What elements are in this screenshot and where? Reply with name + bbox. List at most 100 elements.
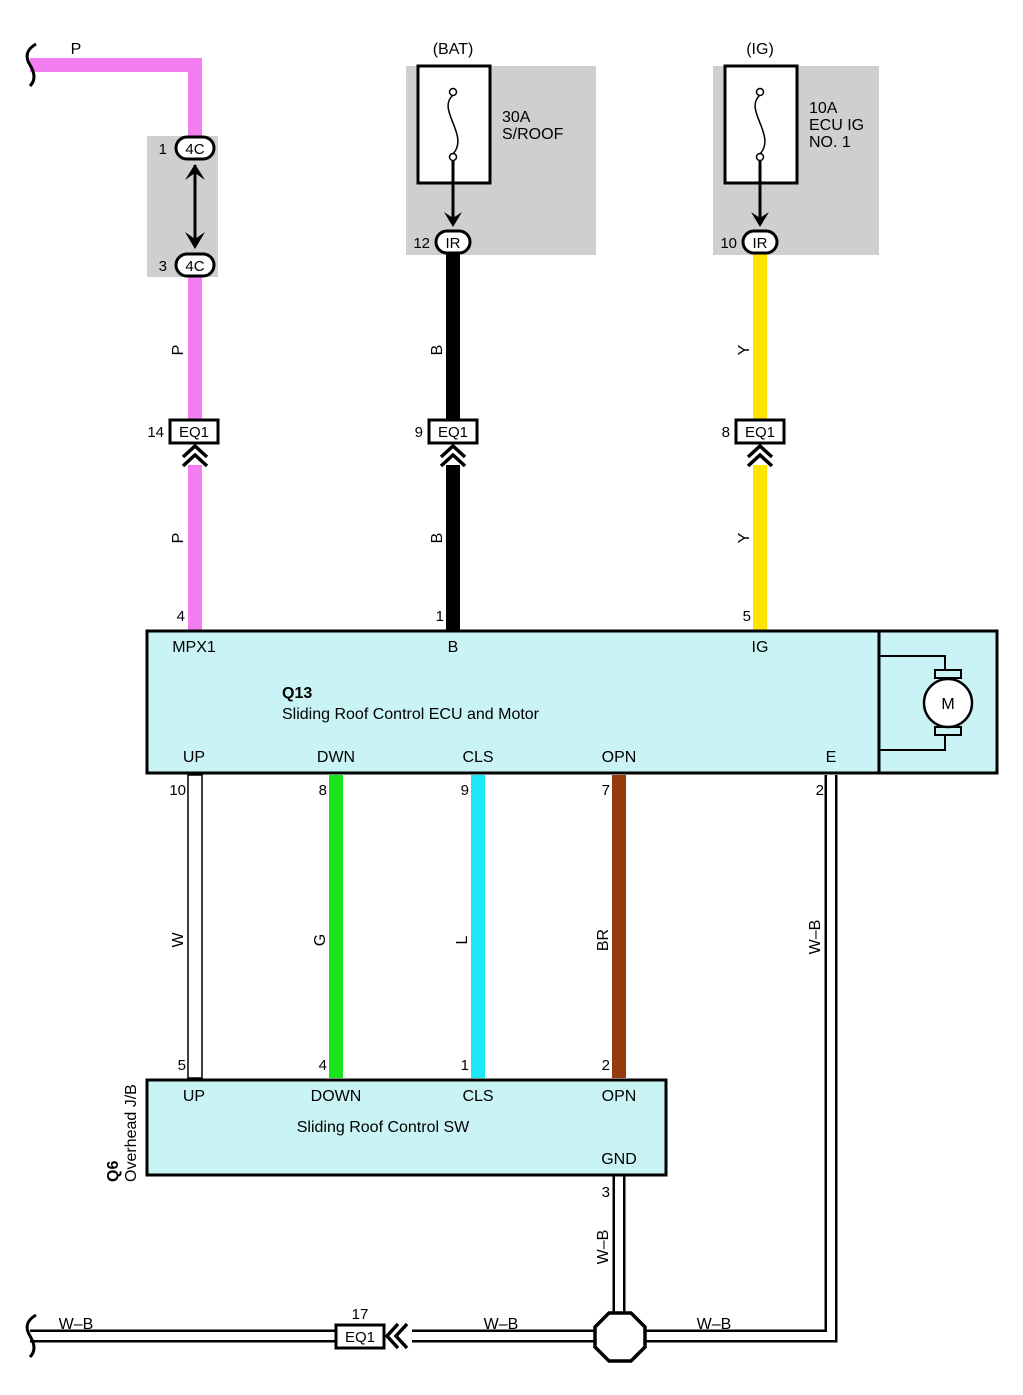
wire-label-wb-mid: W–B bbox=[484, 1316, 519, 1333]
wire-label-wb-gnd: W–B bbox=[595, 1230, 612, 1265]
wire-label-y-1: Y bbox=[736, 344, 753, 355]
wire-label-wb-e: W–B bbox=[807, 920, 824, 955]
wire-wb-e-inner bbox=[645, 775, 835, 1340]
ecu-terminal-cls: CLS bbox=[462, 749, 493, 766]
ecu-terminal-dwn: DWN bbox=[317, 749, 355, 766]
pin-q13-2: 2 bbox=[816, 782, 824, 799]
wire-label-p-top: P bbox=[71, 41, 82, 58]
switch-terminal-down: DOWN bbox=[311, 1088, 362, 1105]
ecu-terminal-b: B bbox=[448, 639, 459, 656]
switch-terminal-opn: OPN bbox=[602, 1088, 637, 1105]
wire-w bbox=[187, 774, 203, 1079]
wire-label-g: G bbox=[312, 934, 329, 946]
splice-point-icon bbox=[593, 1311, 647, 1363]
chevron-eq1-14 bbox=[181, 443, 209, 468]
wire-label-p-2: P bbox=[170, 533, 187, 544]
ecu-terminal-mpx1: MPX1 bbox=[172, 639, 216, 656]
switch-box bbox=[145, 1078, 668, 1177]
connector-eq1-9-label: EQ1 bbox=[438, 424, 468, 441]
ecu-terminal-e: E bbox=[826, 749, 837, 766]
connector-eq1-14-label: EQ1 bbox=[179, 424, 209, 441]
fuse-ecuig-name-1: ECU IG bbox=[809, 117, 864, 134]
wire-p-top bbox=[30, 58, 202, 140]
pin-4c-1: 1 bbox=[159, 141, 167, 158]
switch-terminal-up: UP bbox=[183, 1088, 205, 1105]
connector-eq1-8 bbox=[734, 418, 786, 445]
connector-ir-12-label: IR bbox=[446, 235, 461, 252]
connector-eq1-9 bbox=[427, 418, 479, 445]
connector-ir-10-label: IR bbox=[753, 235, 768, 252]
connector-4c-top bbox=[174, 135, 216, 161]
connector-eq1-14 bbox=[168, 418, 220, 445]
supply-ig-label: (IG) bbox=[746, 41, 774, 58]
wire-break-left-top bbox=[25, 42, 37, 88]
chevron-eq1-9 bbox=[439, 443, 467, 468]
wire-label-w: W bbox=[170, 932, 187, 948]
pin-q13-10: 10 bbox=[169, 782, 186, 799]
motor-label: M bbox=[941, 696, 954, 713]
fuse-ecuig-arrow bbox=[751, 212, 769, 227]
pin-ir-12: 12 bbox=[413, 235, 430, 252]
fuse-sroof-name: S/ROOF bbox=[502, 126, 564, 143]
switch-location: Overhead J/B bbox=[123, 1084, 140, 1182]
fuse-sroof-contact-bottom bbox=[448, 152, 458, 162]
fuse-ecuig-contact-top bbox=[755, 87, 765, 97]
ecu-name: Sliding Roof Control ECU and Motor bbox=[282, 706, 540, 723]
wire-label-y-2: Y bbox=[736, 532, 753, 543]
fuse-sroof-amp: 30A bbox=[502, 109, 531, 126]
wire-label-wb-left: W–B bbox=[59, 1316, 94, 1333]
connector-eq1-8-label: EQ1 bbox=[745, 424, 775, 441]
wire-label-b-2: B bbox=[429, 533, 446, 544]
connector-ir-10 bbox=[741, 229, 779, 255]
switch-terminal-cls: CLS bbox=[462, 1088, 493, 1105]
switch-terminal-gnd: GND bbox=[601, 1151, 637, 1168]
connector-eq1-17-label: EQ1 bbox=[345, 1329, 375, 1346]
motor-leads bbox=[879, 655, 946, 751]
pin-eq1-9: 9 bbox=[415, 424, 423, 441]
wire-label-br: BR bbox=[595, 929, 612, 951]
wire-label-b-1: B bbox=[429, 345, 446, 356]
fuse-ecuig-name-2: NO. 1 bbox=[809, 134, 851, 151]
chevron-eq1-8 bbox=[746, 443, 774, 468]
pin-q13-8: 8 bbox=[319, 782, 327, 799]
fuse-sroof-element bbox=[447, 94, 459, 155]
fuse-ecuig-contact-bottom bbox=[755, 152, 765, 162]
pin-q13-1: 1 bbox=[436, 608, 444, 625]
connector-eq1-17 bbox=[334, 1323, 386, 1350]
pin-q13-9: 9 bbox=[461, 782, 469, 799]
connector-4c-bottom bbox=[174, 252, 216, 278]
pin-q13-7: 7 bbox=[602, 782, 610, 799]
wire-wb-e-outer bbox=[645, 775, 838, 1343]
pin-q13-4: 4 bbox=[177, 608, 185, 625]
ecu-terminal-opn: OPN bbox=[602, 749, 637, 766]
switch-name: Sliding Roof Control SW bbox=[297, 1119, 470, 1136]
pin-q6-3: 3 bbox=[602, 1184, 610, 1201]
pin-eq1-17: 17 bbox=[352, 1306, 369, 1323]
switch-id: Q6 bbox=[105, 1161, 122, 1182]
junction-4c-arrow-up bbox=[185, 164, 205, 180]
fuse-ecuig-amp: 10A bbox=[809, 100, 838, 117]
ecu-id: Q13 bbox=[282, 685, 312, 702]
pin-4c-3: 3 bbox=[159, 258, 167, 275]
motor-brush-top bbox=[934, 669, 962, 679]
ecu-terminal-ig: IG bbox=[752, 639, 769, 656]
pin-eq1-14: 14 bbox=[147, 424, 164, 441]
pin-q6-2: 2 bbox=[602, 1057, 610, 1074]
wire-break-left-bottom bbox=[25, 1313, 37, 1359]
pin-ir-10: 10 bbox=[720, 235, 737, 252]
junction-4c-arrow-down bbox=[185, 232, 205, 249]
connector-4c-top-label: 4C bbox=[185, 141, 204, 158]
wire-label-l: L bbox=[454, 935, 471, 944]
pin-q6-5: 5 bbox=[178, 1057, 186, 1074]
supply-bat-label: (BAT) bbox=[433, 41, 474, 58]
wire-label-p-1: P bbox=[170, 345, 187, 356]
ecu-box bbox=[145, 629, 881, 775]
fuse-ecuig-element bbox=[754, 94, 766, 155]
ecu-terminal-up: UP bbox=[183, 749, 205, 766]
pin-q13-5: 5 bbox=[743, 608, 751, 625]
fuse-sroof-contact-top bbox=[448, 87, 458, 97]
pin-q6-4: 4 bbox=[319, 1057, 327, 1074]
wire-label-wb-right: W–B bbox=[697, 1316, 732, 1333]
connector-ir-12 bbox=[434, 229, 472, 255]
